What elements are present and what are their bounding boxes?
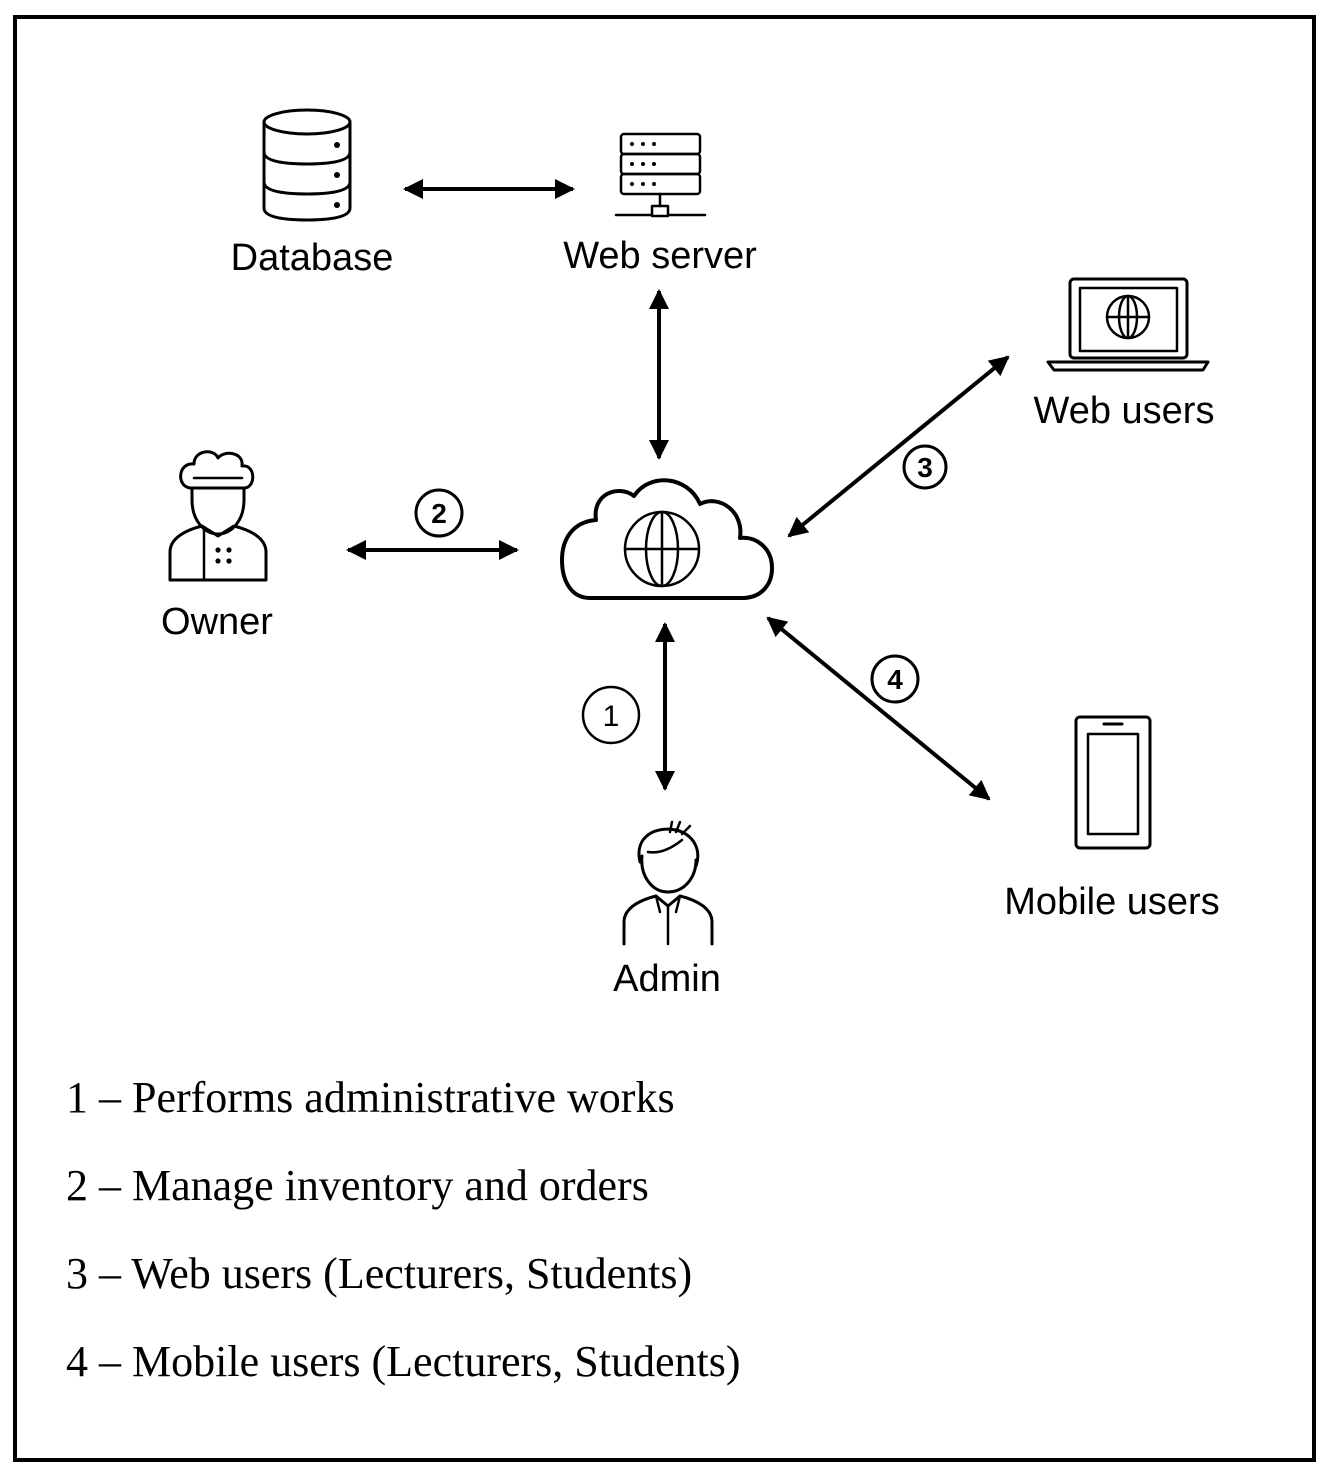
arrow-cloud-mobileusers bbox=[766, 616, 991, 801]
chef-icon bbox=[168, 450, 268, 582]
mobile-users-label: Mobile users bbox=[1004, 881, 1219, 923]
smartphone-icon bbox=[1074, 715, 1152, 850]
laptop-globe-icon bbox=[1046, 277, 1210, 372]
svg-text:4: 4 bbox=[887, 664, 903, 695]
svg-text:3: 3 bbox=[917, 452, 933, 483]
step-badge-4: 4 bbox=[870, 654, 920, 704]
legend-item-3: 3 – Web users (Lecturers, Students) bbox=[66, 1249, 693, 1298]
step-badge-2: 2 bbox=[414, 488, 464, 538]
person-icon bbox=[622, 820, 714, 946]
database-label: Database bbox=[231, 237, 394, 279]
admin-label: Admin bbox=[613, 958, 721, 1000]
owner-label: Owner bbox=[161, 601, 273, 643]
cloud-globe-icon bbox=[560, 478, 774, 600]
server-rack-icon bbox=[614, 132, 707, 218]
web-users-label: Web users bbox=[1034, 390, 1215, 432]
web-server-label: Web server bbox=[563, 235, 757, 277]
step-badge-3: 3 bbox=[902, 444, 948, 490]
legend: 1 – Performs administrative works 2 – Ma… bbox=[66, 1068, 741, 1420]
database-icon bbox=[262, 108, 352, 222]
arrow-webusers-cloud bbox=[787, 355, 1010, 538]
svg-text:2: 2 bbox=[431, 498, 447, 529]
svg-text:1: 1 bbox=[603, 700, 620, 733]
legend-item-1: 1 – Performs administrative works bbox=[66, 1073, 675, 1122]
legend-item-2: 2 – Manage inventory and orders bbox=[66, 1161, 649, 1210]
legend-item-4: 4 – Mobile users (Lecturers, Students) bbox=[66, 1337, 741, 1386]
step-badge-1: 1 bbox=[581, 685, 641, 745]
